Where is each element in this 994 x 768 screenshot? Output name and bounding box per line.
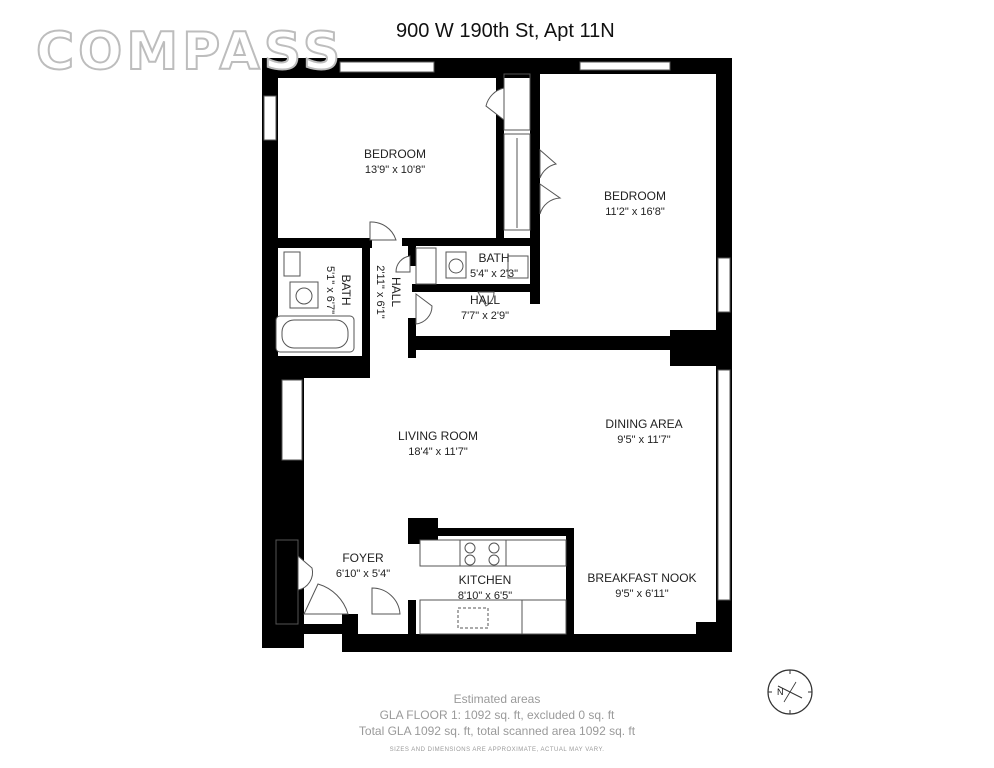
room-dims: 18'4" x 11'7" (408, 446, 468, 458)
room-name: BREAKFAST NOOK (587, 571, 697, 585)
room-name: BATH (478, 251, 510, 265)
room-dims: 7'7" x 2'9" (460, 310, 510, 322)
north-label: N (777, 687, 784, 697)
footer-estimated-areas: Estimated areas (453, 692, 541, 706)
page-title: 900 W 190th St, Apt 11N (396, 20, 615, 42)
room-dims: 2'11" x 6'1" (374, 265, 386, 319)
room-name: LIVING ROOM (397, 429, 478, 443)
room-dims: 5'4" x 2'3" (469, 268, 519, 280)
room-name: BEDROOM (603, 189, 666, 203)
room-foyer: FOYER 6'10" x 5'4" (318, 550, 408, 582)
compass-logo: COMPASS (35, 21, 345, 83)
room-bedroom-left: BEDROOM 13'9" x 10'8" (330, 146, 460, 178)
room-name: FOYER (342, 551, 384, 565)
room-bedroom-right: BEDROOM 11'2" x 16'8" (570, 188, 700, 220)
room-name: DINING AREA (605, 417, 683, 431)
room-name: HALL (389, 276, 403, 308)
room-dims: 8'10" x 6'5" (457, 590, 513, 602)
room-name: BEDROOM (363, 147, 426, 161)
room-hall-horizontal: HALL 7'7" x 2'9" (440, 292, 530, 324)
room-dims: 9'5" x 11'7" (617, 434, 671, 446)
windows (263, 61, 731, 601)
room-living-room: LIVING ROOM 18'4" x 11'7" (378, 428, 498, 460)
room-breakfast-nook: BREAKFAST NOOK 9'5" x 6'11" (580, 570, 704, 602)
compass-rose-icon: N (767, 669, 813, 715)
room-name: HALL (469, 293, 501, 307)
room-kitchen: KITCHEN 8'10" x 6'5" (440, 572, 530, 604)
room-dims: 6'10" x 5'4" (335, 568, 391, 580)
room-bath-left: BATH 5'1" x 6'7" (322, 252, 354, 328)
footer-gla-floor: GLA FLOOR 1: 1092 sq. ft, excluded 0 sq.… (379, 708, 615, 722)
room-hall-vertical: HALL 2'11" x 6'1" (372, 254, 404, 330)
room-dining-area: DINING AREA 9'5" x 11'7" (584, 416, 704, 448)
room-name: BATH (339, 274, 353, 306)
room-dims: 9'5" x 6'11" (615, 588, 669, 600)
room-dims: 13'9" x 10'8" (364, 164, 426, 176)
room-dims: 5'1" x 6'7" (324, 265, 336, 315)
footer-disclaimer: SIZES AND DIMENSIONS ARE APPROXIMATE, AC… (389, 747, 605, 753)
footer-total-gla: Total GLA 1092 sq. ft, total scanned are… (358, 724, 636, 738)
bath-fixtures (275, 251, 529, 353)
kitchen-fixtures (419, 539, 567, 635)
room-name: KITCHEN (458, 573, 512, 587)
doors (297, 87, 562, 615)
room-bath-small: BATH 5'4" x 2'3" (444, 250, 544, 282)
room-dims: 11'2" x 16'8" (605, 206, 665, 218)
